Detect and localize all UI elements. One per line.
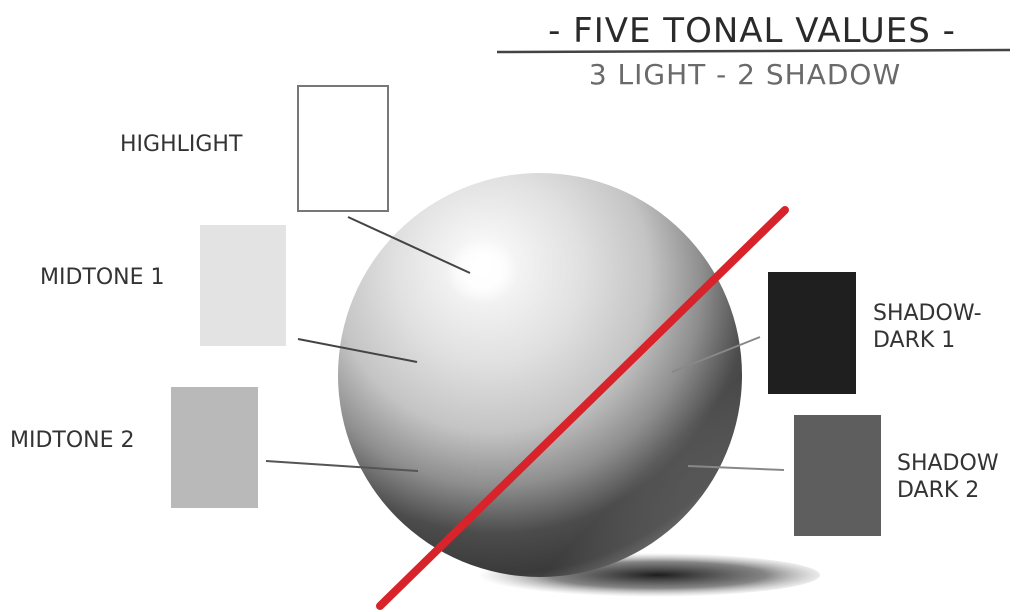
label-shadow-dark-1-line1: SHADOW- [873, 301, 982, 326]
diagram-subtitle: 3 LIGHT - 2 SHADOW [589, 58, 901, 91]
label-shadow-dark-2-line1: SHADOW [897, 451, 999, 476]
label-shadow-dark-2-line2: DARK 2 [897, 478, 979, 503]
swatch-shadow-dark-1 [768, 272, 856, 394]
label-shadow-dark-1-line2: DARK 1 [873, 328, 955, 353]
swatch-highlight [298, 86, 388, 211]
sphere-highlight [446, 240, 518, 304]
diagram-title: - FIVE TONAL VALUES - [548, 11, 956, 51]
sphere-reflected-light [338, 173, 742, 577]
label-midtone-2: MIDTONE 2 [10, 428, 135, 453]
label-highlight: HIGHLIGHT [120, 132, 243, 157]
swatch-shadow-dark-2 [794, 415, 881, 536]
swatch-midtone-2 [171, 387, 258, 508]
swatch-midtone-1 [200, 225, 286, 346]
label-midtone-1: MIDTONE 1 [40, 265, 165, 290]
